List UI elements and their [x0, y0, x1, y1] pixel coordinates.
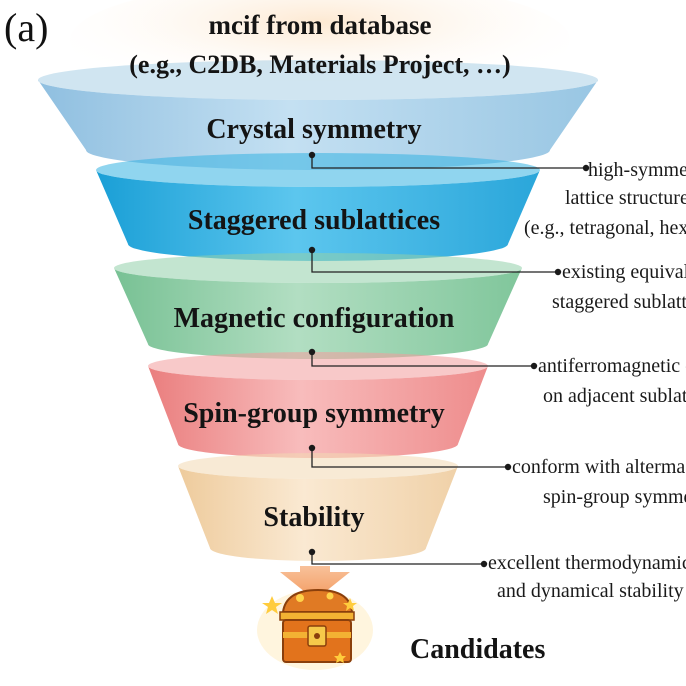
connector-crystal-symmetry — [308, 151, 590, 172]
down-arrow-icon — [280, 566, 350, 600]
note-crystal-symmetry: high-symmetry lattice structure (e.g., t… — [0, 160, 686, 250]
funnel-segments — [38, 60, 598, 568]
note-line: existing equivalent — [562, 262, 686, 283]
note-magnetic-configuration: antiferromagnetic order on adjacent subl… — [0, 356, 686, 416]
note-line: antiferromagnetic order — [538, 356, 686, 377]
connector-spin-group-symmetry — [308, 444, 512, 471]
note-line: on adjacent sublattices — [543, 385, 686, 407]
stage-label-crystal-symmetry: Crystal symmetry — [206, 114, 422, 145]
panel-label: (a) — [4, 5, 49, 50]
stage-label-staggered-sublattices: Staggered sublattices — [187, 205, 441, 236]
note-line: staggered sublattices — [552, 291, 686, 313]
funnel-segment-crystal-symmetry — [38, 60, 598, 170]
funnel-segment-stability — [178, 453, 458, 561]
note-stability: excellent thermodynamic and dynamical st… — [0, 553, 686, 613]
treasure-chest-icon — [257, 588, 373, 670]
candidates-label: Candidates — [410, 634, 546, 665]
note-line: (e.g., tetragonal, hexagonal) — [524, 217, 686, 239]
note-line: spin-group symmetry — [543, 486, 686, 508]
source-title: mcif from database — [208, 10, 432, 40]
funnel-segment-magnetic-configuration — [114, 253, 522, 359]
note-staggered-sublattices: existing equivalent staggered sublattice… — [0, 262, 686, 322]
stage-label-stability: Stability — [263, 502, 365, 533]
funnel-segment-staggered-sublattices — [96, 153, 540, 261]
connector-magnetic-configuration — [308, 348, 538, 370]
note-line: high-symmetry — [588, 160, 686, 181]
note-line: lattice structure — [565, 187, 686, 209]
note-line: and dynamical stability — [497, 580, 684, 602]
stage-label-magnetic-configuration: Magnetic configuration — [173, 303, 455, 334]
stage-label-spin-group-symmetry: Spin-group symmetry — [183, 398, 445, 429]
note-line: conform with altermagnetic — [512, 457, 686, 478]
note-spin-group-symmetry: conform with altermagnetic spin-group sy… — [0, 457, 686, 517]
connector-stability — [308, 548, 488, 568]
note-line: excellent thermodynamic — [488, 553, 686, 574]
connector-staggered-sublattices — [308, 246, 562, 276]
source-examples: (e.g., C2DB, Materials Project, …) — [129, 50, 511, 79]
